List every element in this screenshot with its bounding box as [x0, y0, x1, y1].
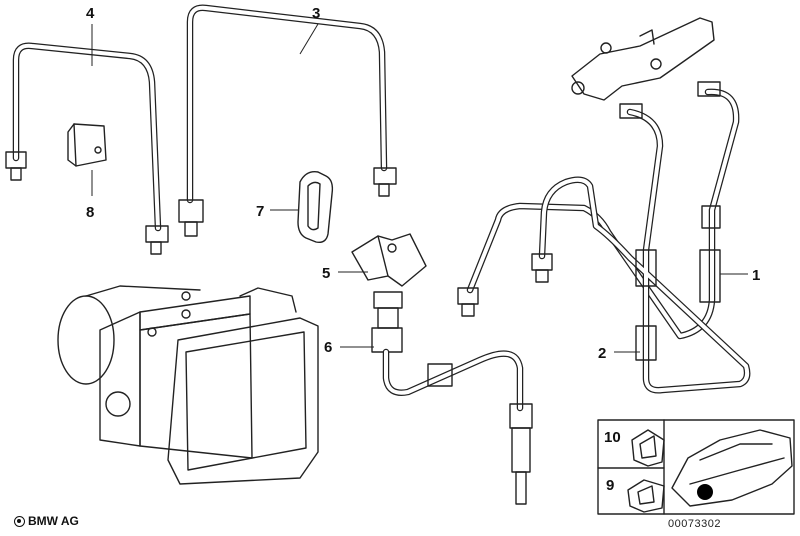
master-cylinder[interactable]: [571, 17, 715, 101]
leader-lines: [91, 23, 748, 353]
callout-2: 2: [598, 345, 606, 362]
bracket-5[interactable]: [351, 233, 427, 287]
callout-labels: 4 3 8 7 5 6 1 2 10 9: [86, 5, 760, 494]
copyright-icon: [14, 516, 25, 527]
brake-pipe-2[interactable]: [538, 103, 751, 394]
abs-hydraulic-unit[interactable]: [57, 285, 319, 485]
clip-9[interactable]: [627, 479, 665, 513]
location-marker: [697, 484, 713, 500]
brake-pipe-3[interactable]: [178, 4, 397, 237]
brake-hose-6[interactable]: [371, 291, 533, 505]
callout-7: 7: [256, 203, 264, 220]
vehicle-location-illustration: [671, 429, 793, 507]
copyright-notice: BMW AG: [14, 514, 79, 528]
clip-10[interactable]: [631, 429, 665, 467]
brake-pipe-4[interactable]: [5, 42, 169, 255]
callout-8: 8: [86, 204, 94, 221]
callout-10: 10: [604, 429, 621, 446]
pipe-fitting-left: [457, 253, 553, 317]
callout-6: 6: [324, 339, 332, 356]
grommet-8[interactable]: [67, 123, 107, 167]
callout-9: 9: [606, 477, 614, 494]
callout-4: 4: [86, 5, 95, 22]
holder-7[interactable]: [297, 171, 334, 244]
inset-panel: [597, 419, 795, 515]
callout-5: 5: [322, 265, 330, 282]
callout-1: 1: [752, 267, 760, 284]
brake-pipe-1[interactable]: [466, 81, 740, 340]
callout-3: 3: [312, 5, 320, 22]
copyright-text: BMW AG: [28, 514, 79, 528]
document-number: 00073302: [668, 518, 721, 530]
